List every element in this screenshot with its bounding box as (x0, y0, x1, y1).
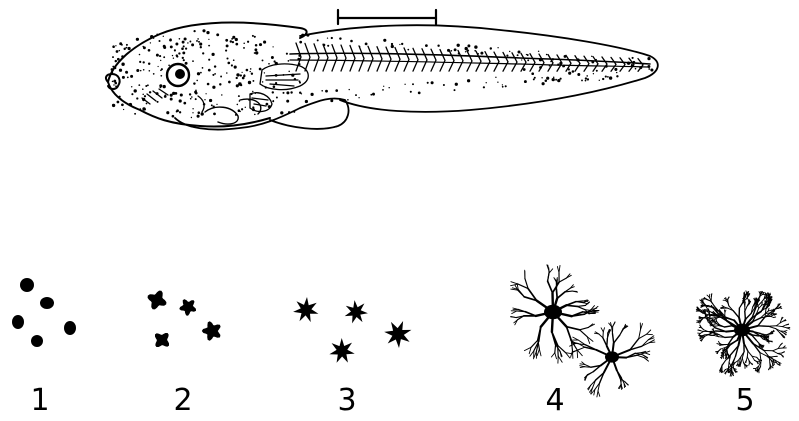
forelimb-region (250, 64, 308, 112)
stage-2-cells (148, 291, 221, 347)
stage-3-label: 3 (327, 384, 367, 418)
scale-bar (338, 10, 436, 24)
stage-1-label: 1 (20, 384, 60, 418)
gut-coil (205, 99, 261, 124)
myotomes (296, 43, 643, 71)
pigment-stipple (111, 29, 654, 118)
stage-4-cells (511, 265, 655, 397)
stage-4-label: 4 (535, 384, 575, 418)
stage-1-cells (12, 278, 76, 347)
stage-5-cells (696, 291, 790, 376)
stage-5-label: 5 (725, 384, 765, 418)
stage-3-cells (293, 297, 411, 363)
tadpole-illustration (106, 10, 658, 130)
pupil (175, 69, 185, 79)
stage-2-label: 2 (163, 384, 203, 418)
